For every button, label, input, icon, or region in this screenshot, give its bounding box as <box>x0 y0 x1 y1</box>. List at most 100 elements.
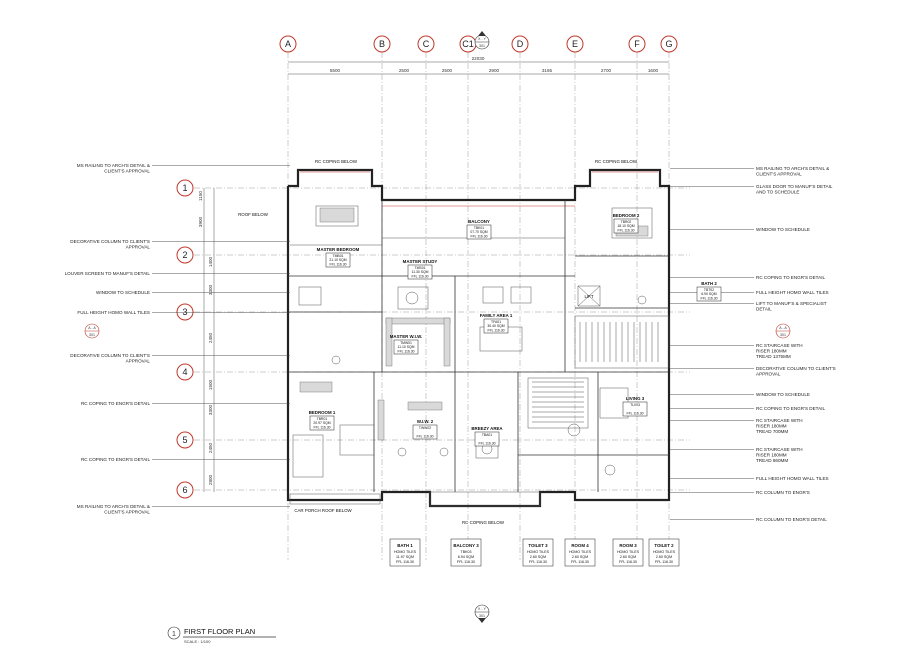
room-tag-detail: HOMO TILES <box>394 550 417 554</box>
room-name: FAMILY AREA 1 <box>480 313 513 318</box>
note-left-8: RC COPING TO ENGR'S DETAIL <box>81 457 290 462</box>
left-dim-5: 2450 <box>208 332 213 343</box>
room-name: MASTER W.I.W. <box>390 334 422 339</box>
grid-col-label: G <box>665 39 672 49</box>
note-line: APPROVAL <box>756 372 781 377</box>
grid-col-label: C1 <box>462 39 474 49</box>
note-line: RC STAIRCASE WITH <box>756 447 803 452</box>
annotations-right: MS RAILING TO ARCH'S DETAIL &CLIENT'S AP… <box>670 166 836 522</box>
note-left-3: LOUVER SCREEN TO MANUF'S DETAIL <box>65 271 290 276</box>
section-mark-bottom: X - Y 301 <box>474 604 490 623</box>
note-line: DETAIL <box>756 307 772 312</box>
note-right-9: WINDOW TO SCHEDULE <box>670 392 810 397</box>
room-detail: 11.10 SQM <box>398 345 415 349</box>
room-tag-detail: FFL 116.30 <box>655 560 673 564</box>
inline-label-1: RC COPING BELOW <box>315 159 358 164</box>
section-right-sheet: 301 <box>780 333 786 337</box>
top-dim-1: 5500 <box>330 68 341 73</box>
room-detail: FFL 116.30 <box>314 425 331 429</box>
left-dim-2: 3900 <box>198 216 203 227</box>
room-name: BEDROOM 1 <box>309 410 336 415</box>
room-detail: FFL 116.30 <box>417 434 434 438</box>
note-line: APPROVAL <box>126 245 151 250</box>
room-name: MASTER BEDROOM <box>317 247 360 252</box>
note-right-3: WINDOW TO SCHEDULE <box>670 227 810 232</box>
title-scale: SCALE : 1/100 <box>184 639 211 644</box>
note-right-5: FULL HEIGHT HOMO WALL TILES <box>670 290 829 295</box>
note-line: DECORATIVE COLUMN TO CLIENT'S <box>70 239 150 244</box>
top-dimension-string: 22030 5500 2500 2500 2900 3165 2700 1600 <box>288 56 669 75</box>
lift-label: LIFT <box>584 294 593 299</box>
top-dim-3: 2500 <box>442 68 453 73</box>
note-left-9: MS RAILING TO ARCH'S DETAIL &CLIENT'S AP… <box>77 504 290 515</box>
top-dim-4: 2900 <box>489 68 500 73</box>
grid-col-label: B <box>379 39 385 49</box>
section-right-id: A - A <box>779 326 787 330</box>
note-right-4: RC COPING TO ENGR'S DETAIL <box>670 275 825 280</box>
inline-label-4: CAR PORCH ROOF BELOW <box>294 508 352 513</box>
room-tag-name: ROOM 3 <box>619 543 637 548</box>
room-tag-name: BATH 1 <box>397 543 413 548</box>
note-right-10: RC COPING TO ENGR'S DETAIL <box>670 406 825 411</box>
note-line: WINDOW TO SCHEDULE <box>756 227 810 232</box>
room-detail: 18.10 SQM <box>617 224 634 228</box>
room-detail: 07.70 SQM <box>470 230 487 234</box>
room-detail: TBR02 <box>621 220 632 224</box>
note-line: RC COPING TO ENGR'S DETAIL <box>756 406 825 411</box>
note-line: RISER 180MM <box>756 349 787 354</box>
note-line: DECORATIVE COLUMN TO CLIENT'S <box>756 366 836 371</box>
room-tag-detail: FFL 116.30 <box>529 560 547 564</box>
top-dim-7: 1600 <box>648 68 659 73</box>
room-tag-detail: FFL 116.30 <box>571 560 589 564</box>
grid-row-label: 5 <box>182 435 187 445</box>
room-name: BATH 2 <box>701 281 717 286</box>
note-line: RISER 180MM <box>756 453 787 458</box>
note-line: MS RAILING TO ARCH'S DETAIL & <box>77 504 150 509</box>
room-detail: TMW01 <box>400 341 412 345</box>
section-left-sheet: 301 <box>89 333 95 337</box>
annotations-left: MS RAILING TO ARCH'S DETAIL &CLIENT'S AP… <box>65 163 290 515</box>
note-line: FULL HEIGHT HOMO WALL TILES <box>756 476 829 481</box>
note-line: RC COPING TO ENGR'S DETAIL <box>81 401 150 406</box>
furniture <box>292 205 653 478</box>
grid-col-label: C <box>423 39 430 49</box>
section-top-id: X - Y <box>478 37 487 41</box>
room-detail: FFL 116.30 <box>618 228 635 232</box>
left-dim-7: 3300 <box>208 404 213 415</box>
room-name: LIVING 3 <box>626 396 645 401</box>
room-detail: FFL 116.30 <box>479 441 496 445</box>
room-detail: FFL 116.30 <box>412 274 429 278</box>
note-line: RC COLUMN TO ENGR'S <box>756 490 810 495</box>
room-detail: TBR01 <box>317 417 328 421</box>
section-bottom-id: X - Y <box>478 607 487 611</box>
room-tag-detail: 2.60 SQM <box>620 555 636 559</box>
room-tag-detail: TBK03 <box>461 550 472 554</box>
section-mark-top: X - Y 301 <box>474 31 490 50</box>
staircase-south <box>527 377 589 429</box>
room-detail: TMS01 <box>415 266 426 270</box>
room-detail: 11.30 SQM <box>412 270 429 274</box>
room-name: BALCONY <box>468 219 490 224</box>
left-dim-6: 1500 <box>208 379 213 390</box>
note-line: TREAD 860MM <box>756 458 788 463</box>
top-dim-5: 3165 <box>542 68 553 73</box>
top-dim-6: 2700 <box>601 68 612 73</box>
note-line: RC STAIRCASE WITH <box>756 418 803 423</box>
room-detail: TBT02 <box>704 288 714 292</box>
note-line: CLIENT'S APPROVAL <box>756 172 802 177</box>
grid-row-label: 3 <box>182 307 187 317</box>
note-line: RC STAIRCASE WITH <box>756 343 803 348</box>
note-right-14: RC COLUMN TO ENGR'S <box>670 490 810 495</box>
